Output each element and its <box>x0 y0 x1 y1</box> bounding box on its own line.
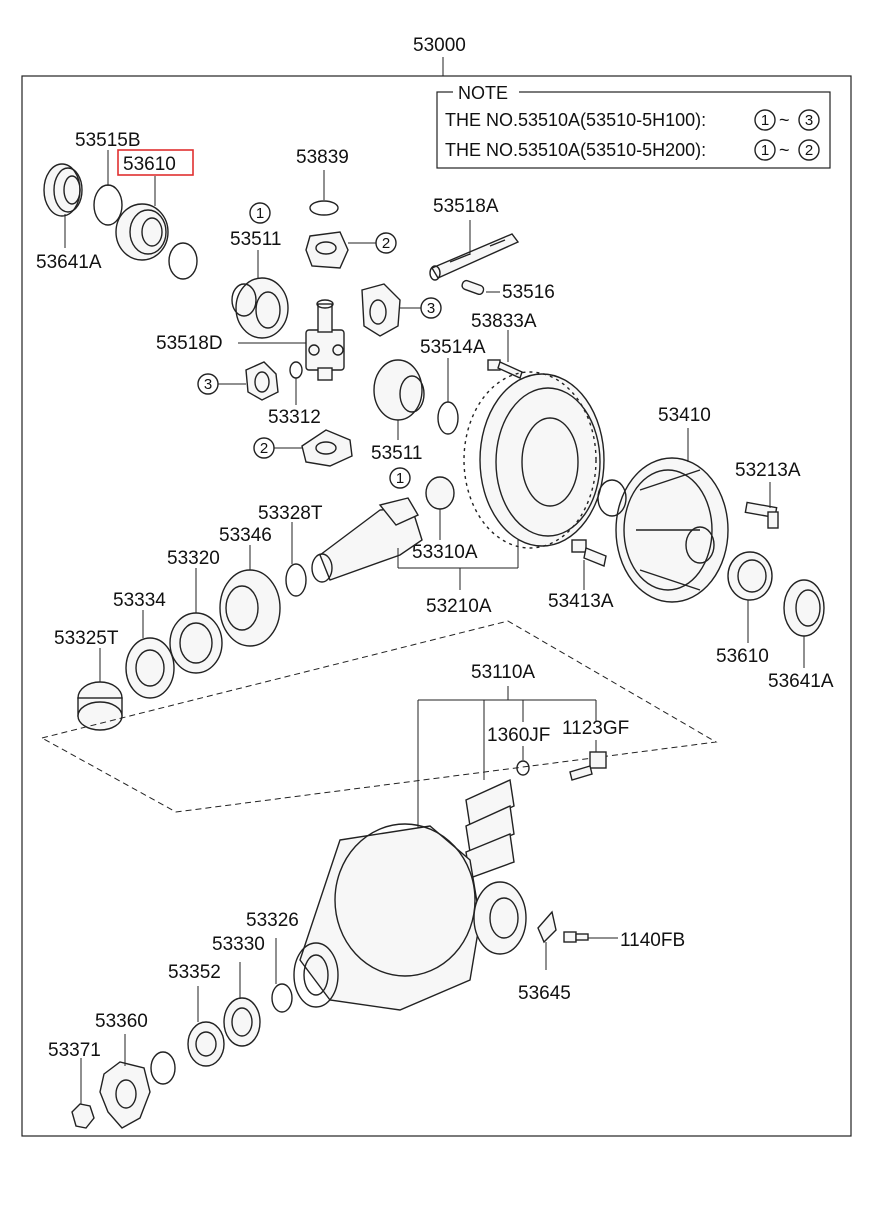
ring-gear-icon <box>463 371 605 549</box>
part-label-53518A[interactable]: 53518A <box>433 196 499 217</box>
note-line-2-to: 2 <box>805 142 813 159</box>
cross-shaft-53518D-icon <box>305 299 345 381</box>
bearing-53320-icon <box>169 612 223 674</box>
part-label-53514A[interactable]: 53514A <box>420 337 486 358</box>
bearing-adjuster-top-icon <box>43 163 83 217</box>
part-label-53325T[interactable]: 53325T <box>54 628 119 649</box>
part-label-53312[interactable]: 53312 <box>268 407 321 428</box>
part-label-53511-top[interactable]: 53511 <box>230 229 281 250</box>
part-label-53360[interactable]: 53360 <box>95 1011 148 1032</box>
bearing-53346-icon <box>219 569 281 647</box>
part-label-53413A[interactable]: 53413A <box>548 591 614 612</box>
differential-case-53410-icon <box>597 457 729 603</box>
part-label-53515B[interactable]: 53515B <box>75 130 141 151</box>
nut-53371-icon <box>71 1103 95 1129</box>
part-label-53410[interactable]: 53410 <box>658 405 711 426</box>
note-line-1-to: 3 <box>805 112 813 129</box>
note-line-2-from: 1 <box>761 142 769 159</box>
circled-ref-3-left: 3 <box>204 376 212 393</box>
part-label-53320[interactable]: 53320 <box>167 548 220 569</box>
part-label-53516[interactable]: 53516 <box>502 282 555 303</box>
bearing-53610-right-icon <box>727 551 773 601</box>
side-gear-mid-icon <box>373 359 425 421</box>
bearing-53610-top-icon <box>115 203 169 261</box>
washer-53514A-icon <box>437 401 459 435</box>
part-label-53334[interactable]: 53334 <box>113 590 166 611</box>
note-title: NOTE <box>458 83 508 103</box>
assembly-number-label[interactable]: 53000 <box>413 35 466 56</box>
note-box: NOTE THE NO.53510A(53510-5H100): 1 ~ 3 T… <box>436 82 831 169</box>
bearing-cap-icon <box>465 778 515 879</box>
bolt-53213A-icon <box>744 501 779 529</box>
spacer-53325T-icon <box>77 681 123 731</box>
part-label-53328T[interactable]: 53328T <box>258 503 323 524</box>
pinion-gear-top-icon <box>305 231 349 269</box>
note-line-2-text: THE NO.53510A(53510-5H200): <box>445 140 706 160</box>
part-label-53518D[interactable]: 53518D <box>156 333 223 354</box>
bolt-1140FB-icon <box>563 931 589 943</box>
part-label-53110A[interactable]: 53110A <box>471 662 535 683</box>
race-53334-icon <box>125 637 175 699</box>
carrier-housing-icon <box>293 823 527 1011</box>
circled-ref-2-left: 2 <box>260 440 268 457</box>
part-label-53610-top[interactable]: 53610 <box>123 154 176 175</box>
highlight-53610-box <box>117 149 194 176</box>
pinion-gear-bottom-icon <box>301 429 353 467</box>
bearing-adjuster-right-icon <box>783 579 825 637</box>
diagram-frame <box>21 75 852 1137</box>
spacer-53328T-icon <box>285 563 307 597</box>
part-label-53326[interactable]: 53326 <box>246 910 299 931</box>
part-label-53352[interactable]: 53352 <box>168 962 221 983</box>
side-gear-top-icon <box>231 277 289 339</box>
part-label-53310A[interactable]: 53310A <box>412 542 478 563</box>
part-label-53641A-top[interactable]: 53641A <box>36 252 102 273</box>
lock-pin-53516-icon <box>461 279 485 296</box>
clip-53645-icon <box>537 910 557 944</box>
circled-ref-3-right: 3 <box>427 300 435 317</box>
note-line-2-sep: ~ <box>779 140 790 160</box>
race-ring-icon <box>168 242 198 280</box>
washer-1360JF-icon <box>516 760 530 776</box>
bearing-53310A-icon <box>425 476 455 510</box>
cross-pin-53518A-icon <box>429 233 520 281</box>
oil-seal-53330-icon <box>223 997 261 1047</box>
circled-ref-1-top: 1 <box>256 205 264 222</box>
part-label-53213A[interactable]: 53213A <box>735 460 801 481</box>
part-label-53330[interactable]: 53330 <box>212 934 265 955</box>
circled-ref-2-top: 2 <box>382 235 390 252</box>
seal-ring-icon <box>150 1051 176 1085</box>
housing-group-outline <box>41 620 718 813</box>
part-label-1123GF[interactable]: 1123GF <box>562 718 629 739</box>
bolt-53413A-icon <box>571 539 607 567</box>
note-line-1-text: THE NO.53510A(53510-5H100): <box>445 110 706 130</box>
part-label-53833A[interactable]: 53833A <box>471 311 537 332</box>
part-label-53511-mid[interactable]: 53511 <box>371 443 422 464</box>
spacer-53326-icon <box>271 983 293 1013</box>
part-label-1360JF[interactable]: 1360JF <box>487 725 550 746</box>
part-label-53371[interactable]: 53371 <box>48 1040 101 1061</box>
part-label-53641A-right[interactable]: 53641A <box>768 671 834 692</box>
part-label-53346[interactable]: 53346 <box>219 525 272 546</box>
part-label-53210A[interactable]: 53210A <box>426 596 492 617</box>
bolt-1123GF-icon <box>569 751 607 781</box>
shim-53515B-icon <box>93 184 123 226</box>
note-line-1-from: 1 <box>761 112 769 129</box>
washer-53312-icon <box>289 361 303 379</box>
pinion-gear-left-icon <box>245 361 279 401</box>
companion-flange-53360-icon <box>99 1061 151 1129</box>
circled-ref-1-mid: 1 <box>396 470 404 487</box>
thrust-washer-53839-icon <box>309 200 339 216</box>
part-label-53839[interactable]: 53839 <box>296 147 349 168</box>
bolt-53833A-icon <box>487 359 523 379</box>
drive-pinion-icon <box>311 497 423 583</box>
part-label-53645[interactable]: 53645 <box>518 983 571 1004</box>
note-line-1-sep: ~ <box>779 110 790 130</box>
pinion-gear-right-icon <box>361 283 401 337</box>
part-label-1140FB[interactable]: 1140FB <box>620 930 685 951</box>
part-label-53610-right[interactable]: 53610 <box>716 646 769 667</box>
bearing-53352-icon <box>187 1021 225 1067</box>
